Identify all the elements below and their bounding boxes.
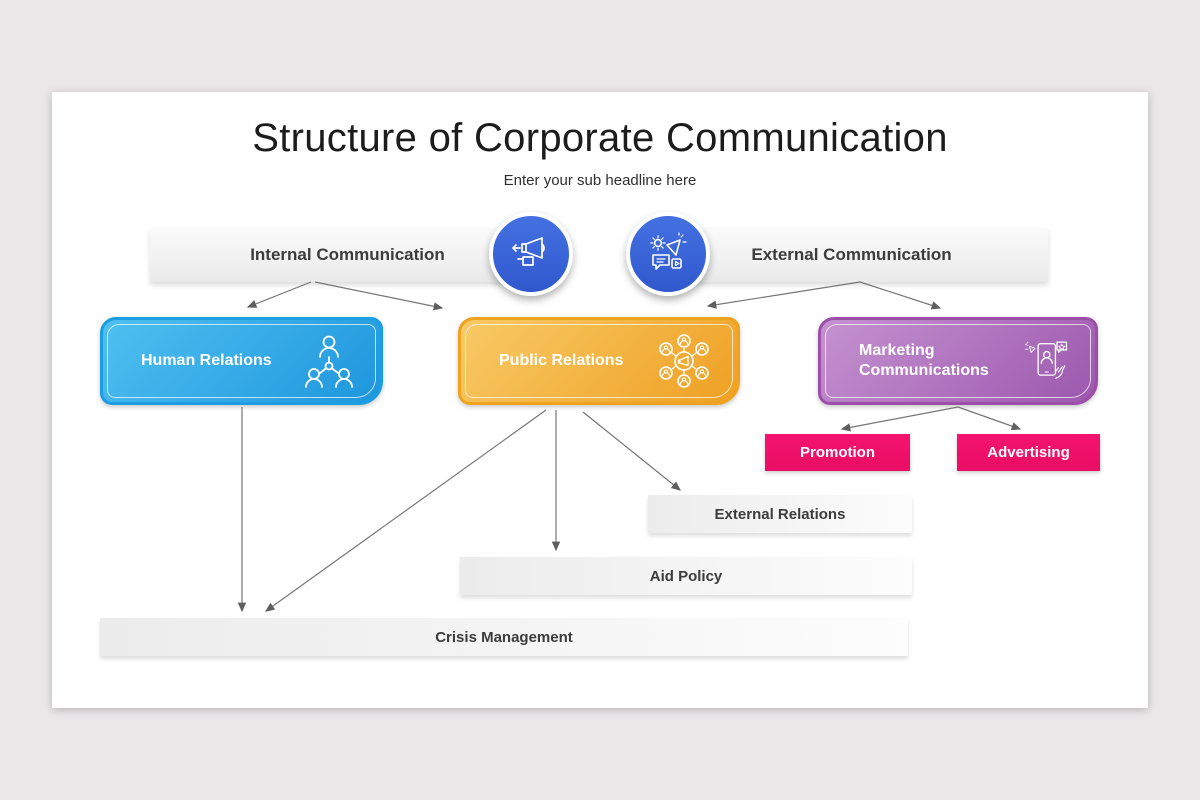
node-external-relations: External Relations	[648, 495, 912, 533]
org-chart-people-icon	[305, 335, 353, 388]
advertising-label: Advertising	[987, 444, 1070, 461]
external-communication-label: External Communication	[751, 245, 952, 264]
external-communication-bar: External Communication	[655, 228, 1048, 282]
node-human-relations: Human Relations	[100, 317, 383, 405]
megaphone-hand-icon	[512, 237, 545, 266]
slide: Structure of Corporate Communication Ent…	[52, 92, 1148, 708]
page-subtitle: Enter your sub headline here	[503, 172, 697, 189]
promotion-label: Promotion	[800, 444, 875, 461]
node-public-relations: Public Relations	[458, 317, 740, 405]
node-advertising: Advertising	[957, 434, 1100, 471]
external-communication-badge	[626, 212, 710, 296]
page-title: Structure of Corporate Communication	[252, 116, 948, 160]
crisis-management-label: Crisis Management	[435, 628, 573, 646]
public-relations-label: Public Relations	[499, 352, 624, 369]
megaphone-network-icon	[659, 334, 709, 388]
announcement-chat-gear-icon	[650, 232, 687, 270]
internal-communication-label: Internal Communication	[250, 245, 445, 264]
aid-policy-label: Aid Policy	[649, 567, 723, 585]
node-marketing-communications: Marketing Communications	[818, 317, 1098, 405]
external-relations-label: External Relations	[714, 505, 846, 523]
node-aid-policy: Aid Policy	[460, 557, 912, 595]
internal-communication-bar: Internal Communication	[150, 228, 545, 282]
phone-promotion-hand-icon	[1024, 341, 1067, 379]
human-relations-label: Human Relations	[141, 352, 272, 369]
marketing-communications-label: Marketing Communications	[859, 342, 989, 379]
node-promotion: Promotion	[765, 434, 910, 471]
node-crisis-management: Crisis Management	[100, 618, 908, 656]
internal-communication-badge	[489, 212, 573, 296]
